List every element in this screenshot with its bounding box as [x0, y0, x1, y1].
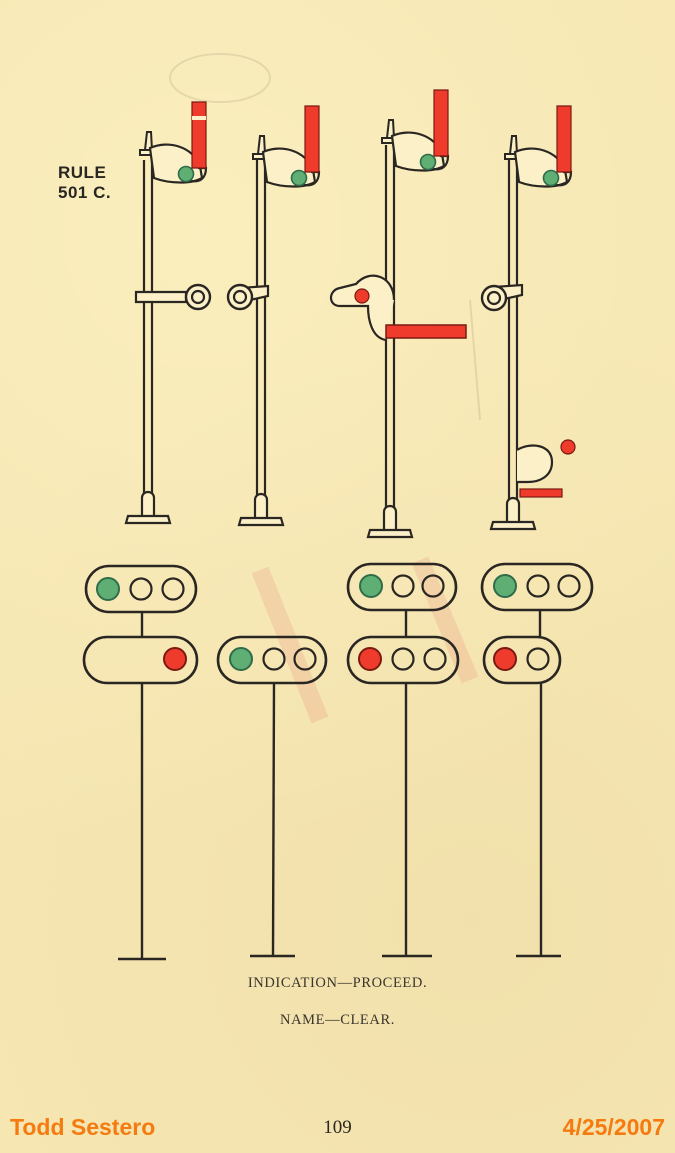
name-caption: NAME—CLEAR.	[280, 1012, 395, 1028]
color-light-signal-2	[216, 635, 328, 958]
semaphore-signal-3	[329, 88, 467, 539]
page-number: 109	[323, 1117, 352, 1138]
rule-label-line1: RULE	[58, 163, 107, 182]
color-light-signal-1	[82, 564, 199, 961]
print-through-ghost	[169, 53, 481, 724]
color-light-signal-4	[480, 562, 594, 958]
date-watermark: 4/25/2007	[562, 1114, 665, 1140]
semaphore-signal-1	[124, 100, 212, 525]
semaphore-signal-2	[226, 104, 321, 527]
indication-caption: INDICATION—PROCEED.	[247, 975, 428, 991]
author-watermark: Todd Sestero	[10, 1114, 156, 1140]
color-light-signal-3	[346, 562, 460, 958]
semaphore-signal-4	[480, 104, 576, 531]
rule-number-label: RULE 501 C.	[58, 163, 111, 203]
rule-label-line2: 501 C.	[58, 183, 112, 202]
